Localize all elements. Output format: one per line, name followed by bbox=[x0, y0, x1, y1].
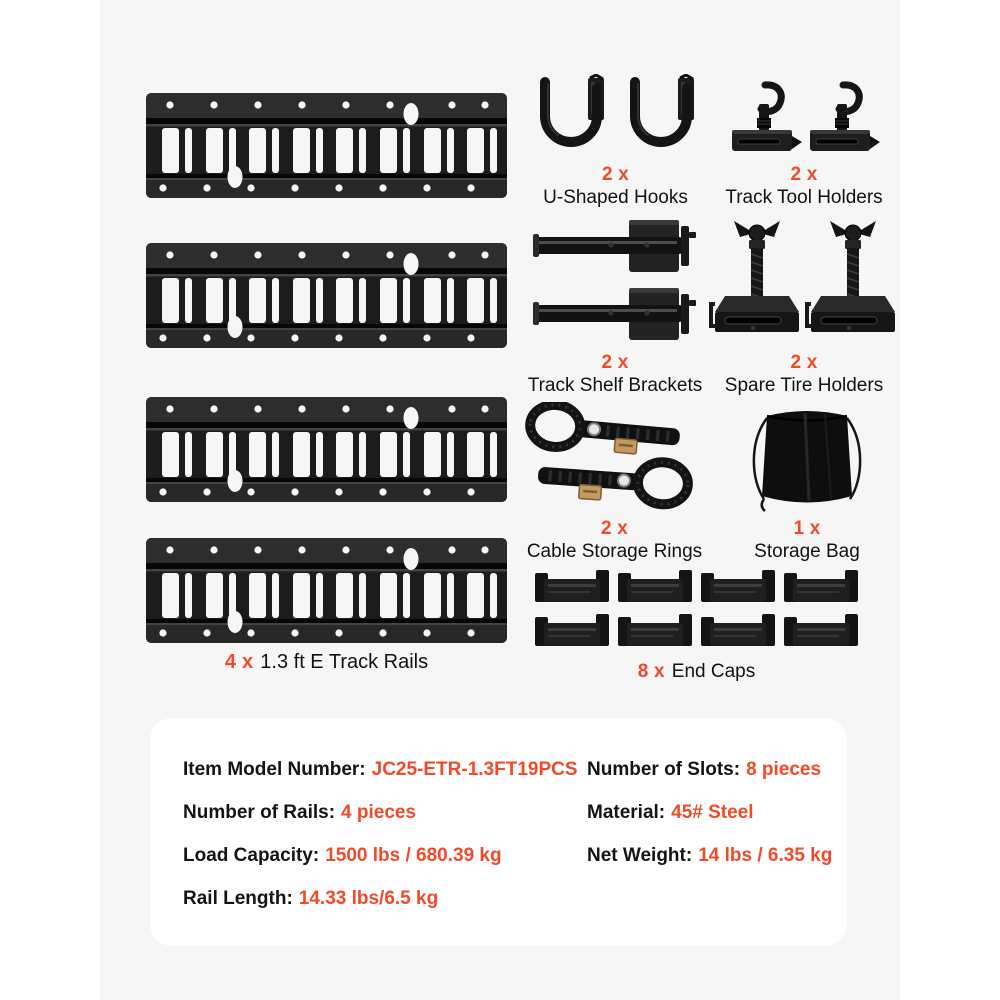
component-name: Spare Tire Holders bbox=[724, 375, 884, 396]
spec-row: Material:45# Steel bbox=[587, 802, 832, 824]
e-track-rail-image bbox=[145, 533, 508, 648]
rails-qty: 4 x bbox=[224, 651, 254, 673]
end-cap bbox=[701, 614, 775, 646]
spec-value: 1500 lbs / 680.39 kg bbox=[325, 845, 502, 866]
end-cap bbox=[784, 570, 858, 602]
end-cap bbox=[784, 614, 858, 646]
spec-label: Net Weight: bbox=[587, 845, 693, 866]
component-qty: 2 x bbox=[790, 164, 818, 185]
component-name: Track Tool Holders bbox=[725, 187, 883, 208]
spec-label: Item Model Number: bbox=[183, 759, 366, 780]
spec-value: 14.33 lbs/6.5 kg bbox=[298, 888, 439, 909]
spec-row: Load Capacity:1500 lbs / 680.39 kg bbox=[183, 845, 578, 867]
cable-storage-rings-image bbox=[520, 400, 710, 512]
spec-row: Rail Length:14.33 lbs/6.5 kg bbox=[183, 888, 578, 910]
component-cable-storage-rings: 2 x Cable Storage Rings bbox=[512, 400, 717, 563]
spec-value: 4 pieces bbox=[341, 802, 417, 823]
spec-label: Number of Slots: bbox=[587, 759, 741, 780]
e-track-rail-image bbox=[145, 238, 508, 353]
component-qty: 2 x bbox=[601, 164, 629, 185]
end-cap bbox=[535, 570, 609, 602]
spec-value: 8 pieces bbox=[746, 759, 822, 780]
storage-bag-image bbox=[745, 398, 870, 512]
end-cap bbox=[701, 570, 775, 602]
component-name: Cable Storage Rings bbox=[526, 541, 703, 562]
rails-name: 1.3 ft E Track Rails bbox=[260, 651, 429, 673]
end-caps-caption: 8 x End Caps bbox=[638, 660, 755, 683]
component-name: Track Shelf Brackets bbox=[527, 375, 703, 396]
spec-value: 45# Steel bbox=[671, 802, 754, 823]
spec-row: Net Weight:14 lbs / 6.35 kg bbox=[587, 845, 832, 867]
end-caps-image bbox=[535, 570, 858, 648]
end-cap bbox=[535, 614, 609, 646]
spec-row: Item Model Number:JC25-ETR-1.3FT19PCS bbox=[183, 759, 578, 781]
component-track-tool-holders: 2 x Track Tool Holders bbox=[710, 72, 898, 209]
component-qty: 2 x bbox=[600, 518, 628, 539]
component-name: Storage Bag bbox=[754, 541, 860, 562]
component-qty: 1 x bbox=[793, 518, 821, 539]
u-shaped-hooks-image bbox=[531, 72, 701, 158]
track-shelf-brackets-image bbox=[531, 212, 699, 346]
spec-column-right: Number of Slots:8 pieces Material:45# St… bbox=[587, 759, 832, 888]
spec-panel: Item Model Number:JC25-ETR-1.3FT19PCS Nu… bbox=[150, 718, 847, 946]
spec-row: Number of Slots:8 pieces bbox=[587, 759, 832, 781]
component-track-shelf-brackets: 2 x Track Shelf Brackets bbox=[515, 212, 715, 397]
component-u-shaped-hooks: 2 x U-Shaped Hooks bbox=[518, 72, 713, 209]
component-storage-bag: 1 x Storage Bag bbox=[722, 398, 892, 563]
spec-value: JC25-ETR-1.3FT19PCS bbox=[371, 759, 578, 780]
component-name: End Caps bbox=[671, 661, 756, 682]
spec-label: Load Capacity: bbox=[183, 845, 320, 866]
component-qty: 8 x bbox=[637, 661, 665, 682]
end-cap bbox=[618, 614, 692, 646]
spec-column-left: Item Model Number:JC25-ETR-1.3FT19PCS Nu… bbox=[183, 759, 578, 931]
e-track-rail-image bbox=[145, 392, 508, 507]
spec-label: Rail Length: bbox=[183, 888, 293, 909]
end-cap bbox=[618, 570, 692, 602]
component-end-caps: 8 x End Caps bbox=[524, 570, 869, 683]
spec-row: Number of Rails:4 pieces bbox=[183, 802, 578, 824]
spec-label: Material: bbox=[587, 802, 666, 823]
spare-tire-holders-image bbox=[709, 210, 899, 346]
spec-value: 14 lbs / 6.35 kg bbox=[698, 845, 833, 866]
rails-caption: 4 x 1.3 ft E Track Rails bbox=[145, 651, 508, 674]
spec-label: Number of Rails: bbox=[183, 802, 336, 823]
e-track-rail-image bbox=[145, 88, 508, 203]
component-qty: 2 x bbox=[601, 352, 629, 373]
component-name: U-Shaped Hooks bbox=[543, 187, 688, 208]
component-qty: 2 x bbox=[790, 352, 818, 373]
track-tool-holders-image bbox=[728, 72, 880, 158]
component-spare-tire-holders: 2 x Spare Tire Holders bbox=[708, 210, 900, 397]
